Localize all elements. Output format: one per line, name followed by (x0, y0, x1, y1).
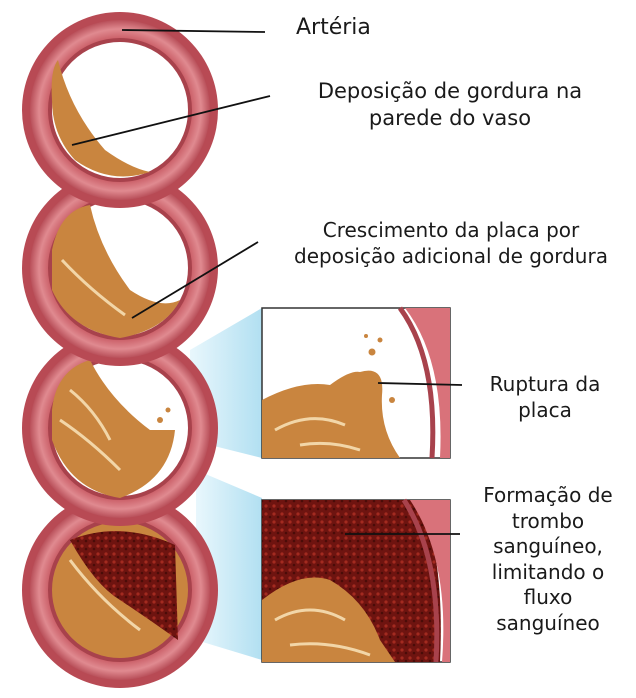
label-trombo-line-3: sanguíneo, (462, 534, 634, 560)
label-trombo: Formação de trombo sanguíneo, limitando … (462, 483, 634, 637)
label-deposicao: Deposição de gordura na parede do vaso (270, 78, 630, 132)
label-arteria-text: Artéria (296, 15, 371, 40)
artery-cross-section-1 (22, 12, 218, 208)
label-arteria: Artéria (296, 14, 406, 42)
label-deposicao-line-2: parede do vaso (270, 105, 630, 132)
label-ruptura-line-1: Ruptura da (470, 372, 620, 398)
label-deposicao-line-1: Deposição de gordura na (270, 78, 630, 105)
zoom-inset-thrombus (262, 500, 450, 662)
label-crescimento-line-1: Crescimento da placa por (268, 218, 634, 244)
label-trombo-line-6: sanguíneo (462, 611, 634, 637)
label-ruptura-line-2: placa (470, 398, 620, 424)
zoom-inset-rupture (262, 308, 450, 458)
label-ruptura: Ruptura da placa (470, 372, 620, 423)
label-crescimento: Crescimento da placa por deposição adici… (268, 218, 634, 269)
label-trombo-line-1: Formação de (462, 483, 634, 509)
label-trombo-line-2: trombo (462, 509, 634, 535)
label-trombo-line-4: limitando o (462, 560, 634, 586)
label-crescimento-line-2: deposição adicional de gordura (268, 244, 634, 270)
label-trombo-line-5: fluxo (462, 585, 634, 611)
